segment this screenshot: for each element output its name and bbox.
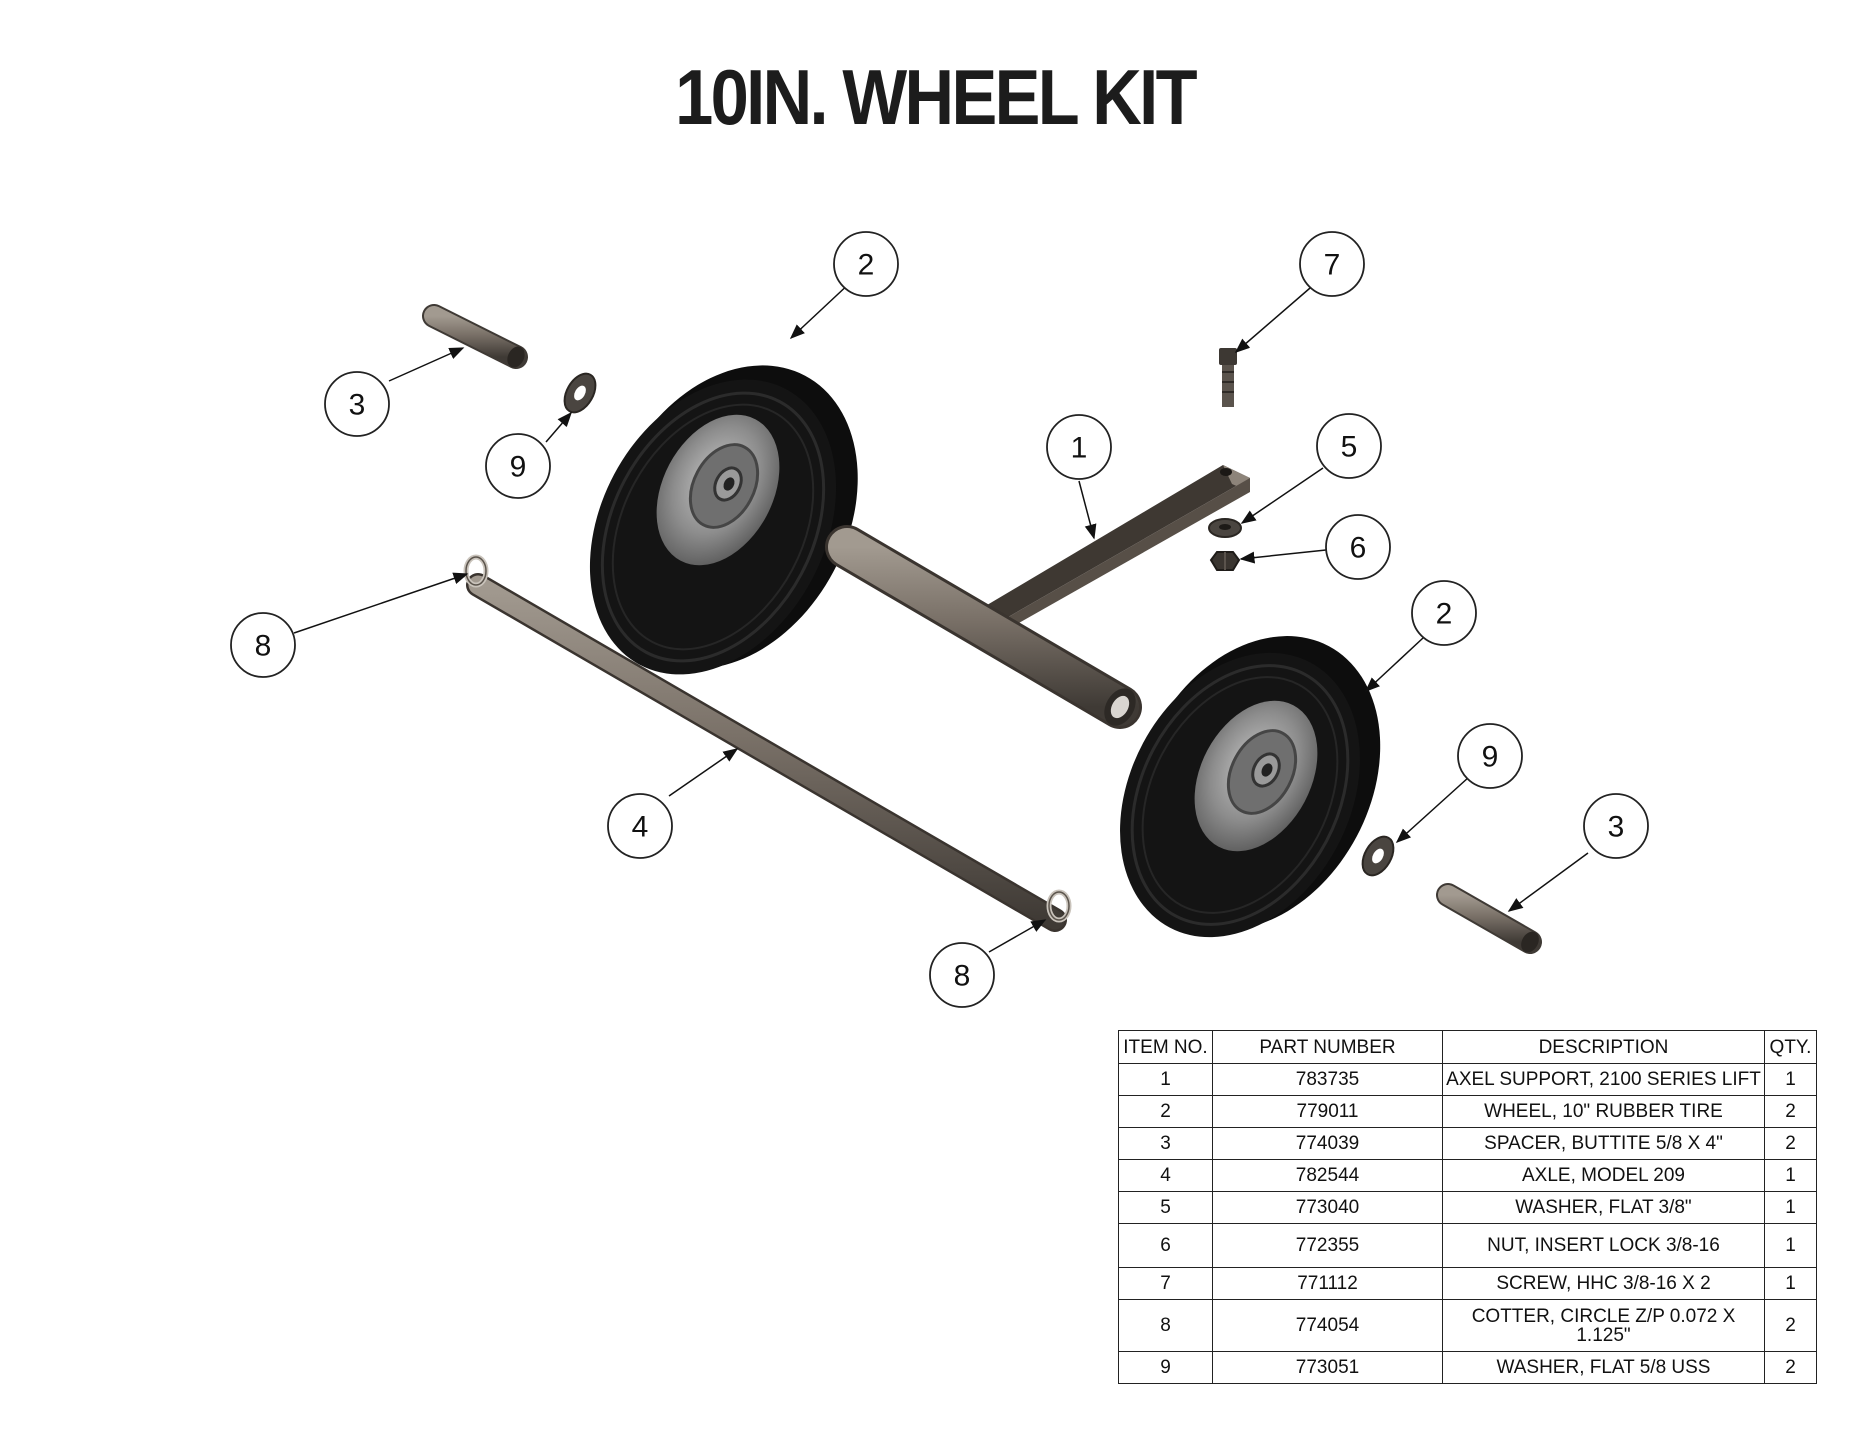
- leader-9a: [545, 411, 572, 443]
- part-number: 773051: [1212, 1351, 1443, 1384]
- header-part-number: PART NUMBER: [1212, 1030, 1443, 1064]
- wheel-tube: [825, 525, 1142, 729]
- description: NUT, INSERT LOCK 3/8-16: [1442, 1223, 1765, 1268]
- leader-5: [1240, 467, 1324, 524]
- description: WHEEL, 10" RUBBER TIRE: [1442, 1095, 1765, 1128]
- leader-3b: [1507, 852, 1589, 912]
- header-qty: QTY.: [1764, 1030, 1817, 1064]
- qty: 2: [1764, 1351, 1817, 1384]
- part-number: 782544: [1212, 1159, 1443, 1192]
- screw: [1219, 348, 1237, 407]
- description: AXLE, MODEL 209: [1442, 1159, 1765, 1192]
- header-description: DESCRIPTION: [1442, 1030, 1765, 1064]
- callout-9-left: 9: [510, 451, 527, 484]
- leader-4: [668, 748, 739, 797]
- leader-7: [1234, 281, 1318, 353]
- callout-9-right: 9: [1482, 741, 1499, 774]
- item-no: 8: [1118, 1299, 1213, 1352]
- qty: 2: [1764, 1095, 1817, 1128]
- header-item-no: ITEM NO.: [1118, 1030, 1213, 1064]
- table-row: 9 773051 WASHER, FLAT 5/8 USS 2: [1118, 1351, 1817, 1384]
- table-row: 3 774039 SPACER, BUTTITE 5/8 X 4" 2: [1118, 1127, 1817, 1160]
- washer-small: [1208, 518, 1242, 538]
- bom-header-row: ITEM NO. PART NUMBER DESCRIPTION QTY.: [1118, 1030, 1817, 1064]
- washer-top-left: [563, 372, 597, 414]
- callout-2-right: 2: [1436, 598, 1453, 631]
- qty: 2: [1764, 1127, 1817, 1160]
- callout-numbers: 2 7 3 9 1 5 6 2 8 9 3 4 8: [255, 249, 1625, 993]
- wheel-right: [1120, 636, 1381, 938]
- callout-8-right: 8: [954, 960, 971, 993]
- leader-3a: [388, 347, 465, 382]
- callout-6: 6: [1350, 532, 1367, 565]
- table-row: 4 782544 AXLE, MODEL 209 1: [1118, 1159, 1817, 1192]
- table-row: 5 773040 WASHER, FLAT 3/8" 1: [1118, 1191, 1817, 1224]
- axle-support: [982, 465, 1250, 632]
- qty: 1: [1764, 1267, 1817, 1300]
- table-row: 6 772355 NUT, INSERT LOCK 3/8-16 1: [1118, 1223, 1817, 1268]
- part-number: 772355: [1212, 1223, 1443, 1268]
- table-row: 7 771112 SCREW, HHC 3/8-16 X 2 1: [1118, 1267, 1817, 1300]
- callout-balloons: [230, 231, 1649, 1008]
- bill-of-materials-table: ITEM NO. PART NUMBER DESCRIPTION QTY. 1 …: [1118, 1030, 1817, 1384]
- callout-8-left: 8: [255, 630, 272, 663]
- description: COTTER, CIRCLE Z/P 0.072 X 1.125": [1442, 1299, 1765, 1352]
- table-row: 8 774054 COTTER, CIRCLE Z/P 0.072 X 1.12…: [1118, 1299, 1817, 1352]
- part-number: 774039: [1212, 1127, 1443, 1160]
- description: SPACER, BUTTITE 5/8 X 4": [1442, 1127, 1765, 1160]
- description: SCREW, HHC 3/8-16 X 2: [1442, 1267, 1765, 1300]
- qty: 1: [1764, 1191, 1817, 1224]
- qty: 1: [1764, 1159, 1817, 1192]
- leader-2a: [789, 280, 853, 340]
- description: WASHER, FLAT 5/8 USS: [1442, 1351, 1765, 1384]
- item-no: 1: [1118, 1063, 1213, 1096]
- spacer-top-left: [422, 304, 528, 369]
- part-number: 774054: [1212, 1299, 1443, 1352]
- callout-7: 7: [1324, 249, 1341, 282]
- item-no: 4: [1118, 1159, 1213, 1192]
- qty: 1: [1764, 1223, 1817, 1268]
- item-no: 6: [1118, 1223, 1213, 1268]
- item-no: 3: [1118, 1127, 1213, 1160]
- table-row: 2 779011 WHEEL, 10" RUBBER TIRE 2: [1118, 1095, 1817, 1128]
- item-no: 2: [1118, 1095, 1213, 1128]
- callout-3-left: 3: [349, 389, 366, 422]
- part-number: 779011: [1212, 1095, 1443, 1128]
- callout-5: 5: [1341, 431, 1358, 464]
- part-number: 771112: [1212, 1267, 1443, 1300]
- callout-4: 4: [632, 811, 649, 844]
- leader-1: [1078, 480, 1097, 540]
- callout-3-right: 3: [1608, 811, 1625, 844]
- leader-2b: [1364, 637, 1424, 693]
- cotter-ring-left: [463, 554, 489, 588]
- callout-2-left: 2: [858, 249, 875, 282]
- leader-9b: [1395, 776, 1470, 844]
- spacer-bottom-right: [1436, 883, 1542, 954]
- leader-8b: [988, 919, 1047, 953]
- leader-8a: [293, 572, 469, 634]
- qty: 2: [1764, 1299, 1817, 1352]
- wheel-left: [589, 365, 858, 675]
- description: AXEL SUPPORT, 2100 SERIES LIFT: [1442, 1063, 1765, 1096]
- axle-rod: [466, 573, 1067, 932]
- leader-lines: [293, 280, 1589, 953]
- leader-6: [1239, 549, 1327, 564]
- cotter-ring-right: [1046, 889, 1072, 923]
- washer-right: [1361, 835, 1395, 877]
- part-number: 783735: [1212, 1063, 1443, 1096]
- part-number: 773040: [1212, 1191, 1443, 1224]
- nut: [1209, 551, 1241, 571]
- item-no: 5: [1118, 1191, 1213, 1224]
- page-title: 10IN. WHEEL KIT: [675, 53, 1197, 141]
- table-row: 1 783735 AXEL SUPPORT, 2100 SERIES LIFT …: [1118, 1063, 1817, 1096]
- item-no: 7: [1118, 1267, 1213, 1300]
- item-no: 9: [1118, 1351, 1213, 1384]
- description: WASHER, FLAT 3/8": [1442, 1191, 1765, 1224]
- qty: 1: [1764, 1063, 1817, 1096]
- callout-1: 1: [1071, 432, 1088, 465]
